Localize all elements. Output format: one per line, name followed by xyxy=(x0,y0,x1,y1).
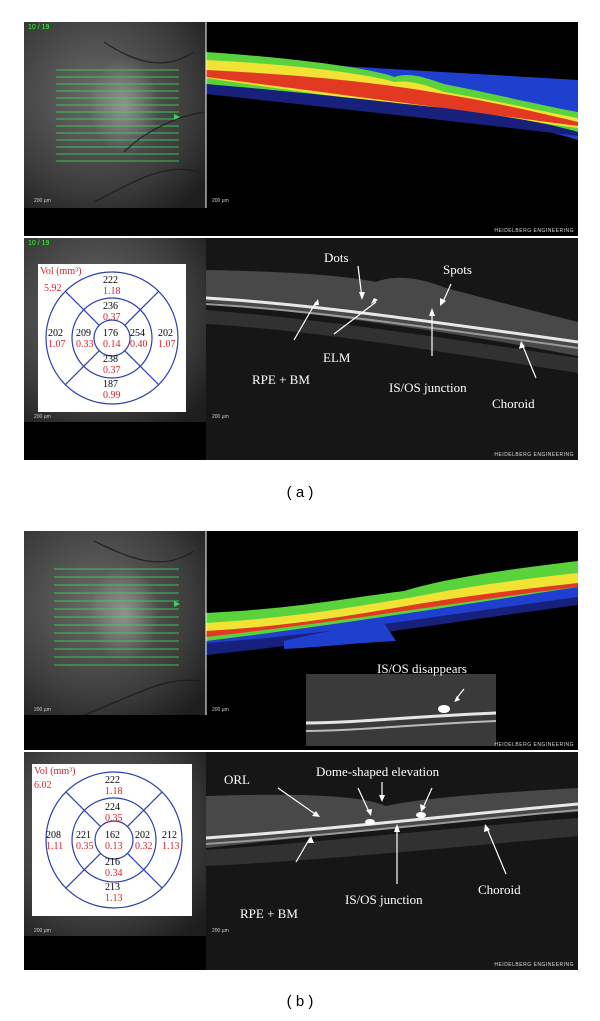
scale-bar-label: 200 µm xyxy=(34,198,51,204)
inner-right-volume: 0.40 xyxy=(130,339,148,350)
label-orl: ORL xyxy=(224,772,250,787)
label-choroid: Choroid xyxy=(478,882,521,897)
inner-bottom-volume: 0.34 xyxy=(105,868,123,879)
inner-top-volume: 0.37 xyxy=(103,312,121,323)
color-oct-a xyxy=(206,52,578,140)
outer-top-volume: 1.18 xyxy=(105,786,123,797)
caption-a: ( a ) xyxy=(286,484,314,501)
total-volume-value: 5.92 xyxy=(44,283,62,294)
label-spots: Spots xyxy=(443,262,472,277)
scale-bar-label: 200 µm xyxy=(212,928,229,934)
inner-bottom-thickness: 238 xyxy=(103,354,118,365)
center-thickness: 176 xyxy=(103,328,118,339)
inner-left-thickness: 209 xyxy=(76,328,91,339)
label-isos-disappears: IS/OS disappears xyxy=(377,661,467,676)
brand-watermark: HEIDELBERG ENGINEERING xyxy=(494,962,574,968)
scale-bar-label: 200 µm xyxy=(34,928,51,934)
label-choroid: Choroid xyxy=(492,396,535,411)
scale-bar-label: 200 µm xyxy=(212,198,229,204)
outer-left-thickness: 208 xyxy=(46,830,61,841)
label-dots: Dots xyxy=(324,250,349,265)
inner-left-volume: 0.33 xyxy=(76,339,94,350)
volume-unit-label: Vol (mm³) xyxy=(40,266,82,277)
inner-left-thickness: 221 xyxy=(76,830,91,841)
frame-counter: 10 / 19 xyxy=(28,240,50,247)
outer-bottom-thickness: 187 xyxy=(103,379,118,390)
outer-top-thickness: 222 xyxy=(103,275,118,286)
thickness-map-b: Vol (mm³) 6.02 222 1.18 224 0.35 162 0.1… xyxy=(32,764,192,916)
panel-b-bottom: Vol (mm³) 6.02 222 1.18 224 0.35 162 0.1… xyxy=(24,752,578,970)
panel-b-top: IS/OS disappears 200 µm 200 µm HEIDELBER… xyxy=(24,531,578,750)
panel-b-top-graphics xyxy=(54,531,578,746)
outer-top-volume: 1.18 xyxy=(103,286,121,297)
outer-right-thickness: 202 xyxy=(158,328,173,339)
color-oct-b xyxy=(206,561,578,655)
inner-right-thickness: 254 xyxy=(130,328,145,339)
frame-counter: 10 / 19 xyxy=(28,24,50,31)
caption-b: ( b ) xyxy=(286,993,314,1010)
inner-top-thickness: 236 xyxy=(103,301,118,312)
label-isos-junction: IS/OS junction xyxy=(345,892,423,907)
inner-bottom-thickness: 216 xyxy=(105,857,120,868)
center-volume: 0.14 xyxy=(103,339,121,350)
etdrs-grid-b xyxy=(45,771,183,909)
scan-lines-a xyxy=(56,69,179,162)
thickness-map-a: Vol (mm³) 5.92 222 1.18 236 0.37 176 0.1… xyxy=(38,264,186,412)
outer-left-thickness: 202 xyxy=(48,328,63,339)
outer-right-volume: 1.07 xyxy=(158,339,176,350)
outer-bottom-volume: 0.99 xyxy=(103,390,121,401)
scan-lines-b xyxy=(54,568,179,666)
outer-bottom-thickness: 213 xyxy=(105,882,120,893)
scale-bar-label: 200 µm xyxy=(212,707,229,713)
inner-right-volume: 0.32 xyxy=(135,841,153,852)
center-volume: 0.13 xyxy=(105,841,123,852)
zoom-inset-b xyxy=(305,674,497,746)
label-rpe-bm: RPE + BM xyxy=(240,906,298,921)
panel-a-top: 200 µm 200 µm 10 / 19 HEIDELBERG ENGINEE… xyxy=(24,22,578,236)
brand-watermark: HEIDELBERG ENGINEERING xyxy=(494,452,574,458)
scale-bar-label: 200 µm xyxy=(34,707,51,713)
inner-left-volume: 0.35 xyxy=(76,841,94,852)
etdrs-grid-a xyxy=(45,271,179,405)
brand-watermark: HEIDELBERG ENGINEERING xyxy=(494,742,574,748)
inner-top-volume: 0.35 xyxy=(105,813,123,824)
scale-bar-label: 200 µm xyxy=(212,414,229,420)
inner-bottom-volume: 0.37 xyxy=(103,365,121,376)
center-thickness: 162 xyxy=(105,830,120,841)
outer-right-volume: 1.13 xyxy=(162,841,180,852)
inner-right-thickness: 202 xyxy=(135,830,150,841)
total-volume-value: 6.02 xyxy=(34,780,52,791)
grayscale-oct-a xyxy=(206,238,578,460)
label-elm: ELM xyxy=(323,350,351,365)
label-dome-shaped-elevation: Dome-shaped elevation xyxy=(316,764,440,779)
outer-top-thickness: 222 xyxy=(105,775,120,786)
grayscale-oct-b xyxy=(206,752,578,970)
scale-bar-label: 200 µm xyxy=(34,414,51,420)
fundus-image-b xyxy=(24,531,206,715)
panel-a-bottom: 10 / 19 xyxy=(24,238,578,460)
label-rpe-bm: RPE + BM xyxy=(252,372,310,387)
outer-left-volume: 1.07 xyxy=(48,339,66,350)
inner-top-thickness: 224 xyxy=(105,802,120,813)
outer-left-volume: 1.11 xyxy=(46,841,64,852)
outer-bottom-volume: 1.13 xyxy=(105,893,123,904)
label-isos-junction: IS/OS junction xyxy=(389,380,467,395)
panel-a-top-graphics xyxy=(56,22,578,208)
volume-unit-label: Vol (mm³) xyxy=(34,766,76,777)
brand-watermark: HEIDELBERG ENGINEERING xyxy=(494,228,574,234)
outer-right-thickness: 212 xyxy=(162,830,177,841)
